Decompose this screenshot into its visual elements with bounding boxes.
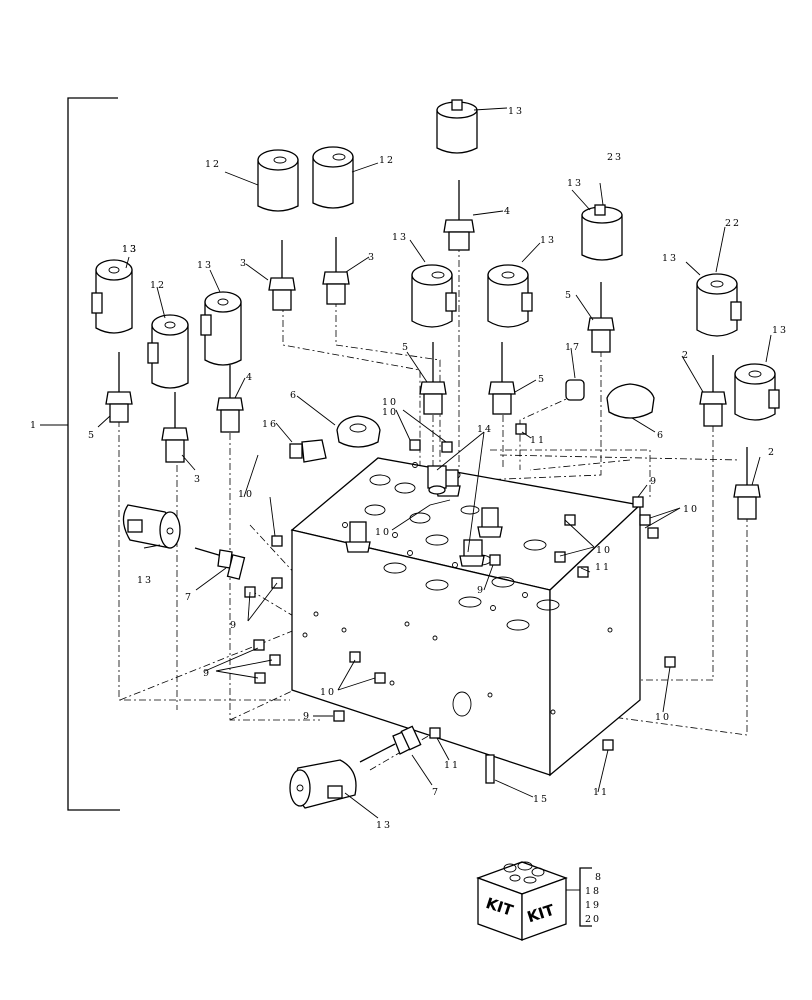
set-screws <box>244 423 676 751</box>
solenoid-coil <box>581 204 623 261</box>
cartridge-valve <box>419 342 447 415</box>
callout-13: 13 <box>567 178 583 189</box>
kit-box: KIT KIT 8 18 19 20 <box>476 861 603 941</box>
callout-2: 2 <box>768 447 776 458</box>
plug <box>565 379 585 401</box>
callout-10: 10 <box>683 504 699 515</box>
callout-9: 9 <box>203 668 211 679</box>
callout-4: 4 <box>504 206 512 217</box>
cartridge-valve <box>161 392 189 463</box>
callout-3: 3 <box>368 252 376 263</box>
callout-13: 13 <box>662 253 678 264</box>
plug <box>289 439 327 463</box>
callout-3: 3 <box>194 474 202 485</box>
callout-5: 5 <box>565 290 573 301</box>
callout-6: 6 <box>290 390 298 401</box>
hex-cap <box>336 415 381 448</box>
callout-9: 9 <box>477 585 485 596</box>
callout-12: 12 <box>205 159 221 170</box>
solenoid-coil-horizontal <box>122 504 181 549</box>
callout-13: 13 <box>122 244 138 255</box>
kit-item-18: 18 <box>585 886 601 897</box>
callout-2: 2 <box>682 350 690 361</box>
callout-4: 4 <box>246 372 254 383</box>
cartridge-valve <box>587 282 615 353</box>
callout-9: 9 <box>230 620 238 631</box>
callout-13: 13 <box>197 260 213 271</box>
solenoid-coil <box>436 99 478 154</box>
callout-9: 9 <box>303 711 311 722</box>
callout-13: 13 <box>772 325 788 336</box>
cartridge-valve <box>699 355 727 427</box>
callout-10: 10 <box>238 489 254 500</box>
callout-13: 13 <box>376 820 392 831</box>
callout-6: 6 <box>657 430 665 441</box>
cartridge-valve <box>733 447 761 520</box>
callout-13: 13 <box>508 106 524 117</box>
solenoid-coil <box>257 149 299 212</box>
callout-7: 7 <box>432 787 440 798</box>
callout-9: 9 <box>650 476 658 487</box>
cartridge-valve <box>216 365 244 433</box>
callout-labels: 1 2 2 3 3 3 4 4 5 5 5 5 6 6 7 7 9 9 9 9 … <box>30 106 788 831</box>
callout-10: 10 <box>375 527 391 538</box>
callout-5: 5 <box>88 430 96 441</box>
cartridge-valve <box>268 240 296 311</box>
callout-10: 10 <box>320 687 336 698</box>
callout-10: 10 <box>382 397 398 408</box>
callout-7: 7 <box>185 592 193 603</box>
solenoid-coil <box>487 264 533 328</box>
check-valve-insert <box>427 465 447 495</box>
callout-11: 11 <box>530 435 546 446</box>
cartridge-valve <box>488 342 516 415</box>
callout-13: 13 <box>122 244 138 255</box>
cartridge-valve-horizontal <box>194 547 246 580</box>
callout-10: 10 <box>382 407 398 418</box>
leader-lines <box>97 107 772 819</box>
callout-15: 15 <box>533 794 549 805</box>
hex-cap <box>606 383 655 419</box>
solenoid-coil <box>411 264 457 328</box>
cartridge-valve-horizontal <box>359 725 422 763</box>
callout-1: 1 <box>30 420 38 431</box>
cartridge-valve <box>443 180 475 251</box>
callout-10: 10 <box>655 712 671 723</box>
callout-5: 5 <box>538 374 546 385</box>
kit-item-8: 8 <box>595 872 603 883</box>
callout-3: 3 <box>240 258 248 269</box>
callout-23: 23 <box>607 152 623 163</box>
callout-12: 12 <box>379 155 395 166</box>
assembly-bracket <box>40 97 120 811</box>
solenoid-coil <box>734 363 780 421</box>
kit-item-19: 19 <box>585 900 601 911</box>
cartridge-valve <box>322 237 350 305</box>
callout-11: 11 <box>444 760 460 771</box>
valve-manifold-block <box>290 457 642 784</box>
callout-13: 13 <box>137 575 153 586</box>
callout-13: 13 <box>392 232 408 243</box>
callout-17: 17 <box>565 342 581 353</box>
callout-13: 13 <box>540 235 556 246</box>
callout-12: 12 <box>150 280 166 291</box>
cartridge-valve <box>105 352 133 423</box>
solenoid-coil <box>312 146 354 209</box>
callout-22: 22 <box>725 218 741 229</box>
callout-11: 11 <box>593 787 609 798</box>
callout-5: 5 <box>402 342 410 353</box>
callout-14: 14 <box>477 424 493 435</box>
solenoid-coil <box>91 259 133 334</box>
solenoid-coil-horizontal <box>289 759 357 809</box>
solenoid-coil <box>147 314 189 389</box>
callout-16: 16 <box>262 419 278 430</box>
kit-item-20: 20 <box>585 914 601 925</box>
solenoid-coil <box>696 273 742 337</box>
callout-11: 11 <box>595 562 611 573</box>
solenoid-coil <box>200 291 242 366</box>
callout-10: 10 <box>596 545 612 556</box>
